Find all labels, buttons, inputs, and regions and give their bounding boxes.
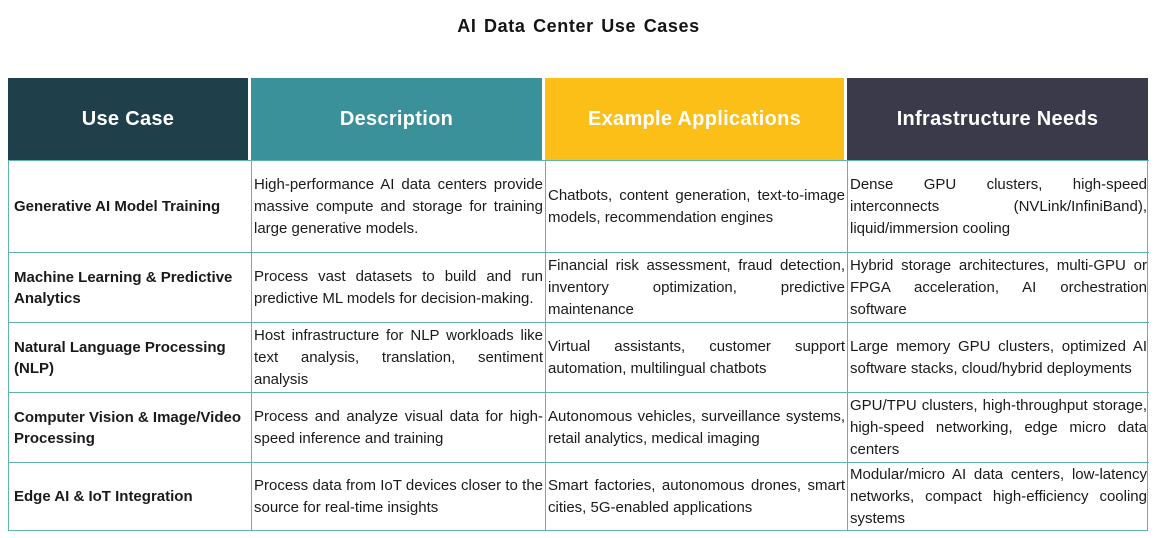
cell-text: Large memory GPU clusters, optimized AI …	[850, 337, 1147, 377]
table-row-3-description: Host infrastructure for NLP workloads li…	[252, 322, 546, 392]
table-row-2-description: Process vast datasets to build and run p…	[252, 252, 546, 322]
cell-text: GPU/TPU clusters, high-throughput storag…	[850, 396, 1147, 458]
table-body: Generative AI Model Training High-perfor…	[8, 160, 1149, 531]
table-row-2-infrastructure: Hybrid storage architectures, multi-GPU …	[848, 252, 1149, 322]
table-row-1-description: High-performance AI data centers provide…	[252, 160, 546, 252]
table-row-3-infrastructure: Large memory GPU clusters, optimized AI …	[848, 322, 1149, 392]
table-row-3-use-case: Natural Language Processing (NLP)	[9, 322, 252, 392]
cell-text: Modular/micro AI data centers, low-laten…	[850, 465, 1147, 527]
table-row-5-description: Process data from IoT devices closer to …	[252, 462, 546, 530]
header-description: Description	[251, 78, 545, 160]
table-row-5-infrastructure: Modular/micro AI data centers, low-laten…	[848, 462, 1149, 530]
cell-text: Process vast datasets to build and run p…	[254, 267, 543, 307]
table-row-3-examples: Virtual assistants, customer support aut…	[546, 322, 848, 392]
cell-text: Process and analyze visual data for high…	[254, 407, 543, 447]
table-row-2-use-case: Machine Learning & Predictive Analytics	[9, 252, 252, 322]
table-row-5-use-case: Edge AI & IoT Integration	[9, 462, 252, 530]
cell-text: High-performance AI data centers provide…	[254, 175, 543, 237]
cell-text: Chatbots, content generation, text-to-im…	[548, 186, 845, 226]
table-row-1-examples: Chatbots, content generation, text-to-im…	[546, 160, 848, 252]
table-row-4-examples: Autonomous vehicles, surveillance system…	[546, 392, 848, 462]
table-row-2-examples: Financial risk assessment, fraud detecti…	[546, 252, 848, 322]
page-title: AI Data Center Use Cases	[457, 16, 700, 36]
cell-text: Process data from IoT devices closer to …	[254, 476, 543, 516]
header-example-applications: Example Applications	[545, 78, 847, 160]
cell-text: Dense GPU clusters, high-speed interconn…	[850, 175, 1147, 237]
cell-text: Autonomous vehicles, surveillance system…	[548, 407, 845, 447]
header-infrastructure-needs: Infrastructure Needs	[847, 78, 1148, 160]
cell-text: Hybrid storage architectures, multi-GPU …	[850, 256, 1147, 318]
cell-text: Host infrastructure for NLP workloads li…	[254, 326, 543, 388]
table-row-4-infrastructure: GPU/TPU clusters, high-throughput storag…	[848, 392, 1149, 462]
table-row-5-examples: Smart factories, autonomous drones, smar…	[546, 462, 848, 530]
table-row-4-description: Process and analyze visual data for high…	[252, 392, 546, 462]
cell-text: Virtual assistants, customer support aut…	[548, 337, 845, 377]
header-use-case: Use Case	[8, 78, 251, 160]
table-row-4-use-case: Computer Vision & Image/Video Processing	[9, 392, 252, 462]
cell-text: Financial risk assessment, fraud detecti…	[548, 256, 845, 318]
use-cases-table: Use Case Description Example Application…	[8, 78, 1149, 531]
table-row-1-infrastructure: Dense GPU clusters, high-speed interconn…	[848, 160, 1149, 252]
table-row-1-use-case: Generative AI Model Training	[9, 160, 252, 252]
cell-text: Smart factories, autonomous drones, smar…	[548, 476, 845, 516]
table-header-row: Use Case Description Example Application…	[8, 78, 1148, 160]
